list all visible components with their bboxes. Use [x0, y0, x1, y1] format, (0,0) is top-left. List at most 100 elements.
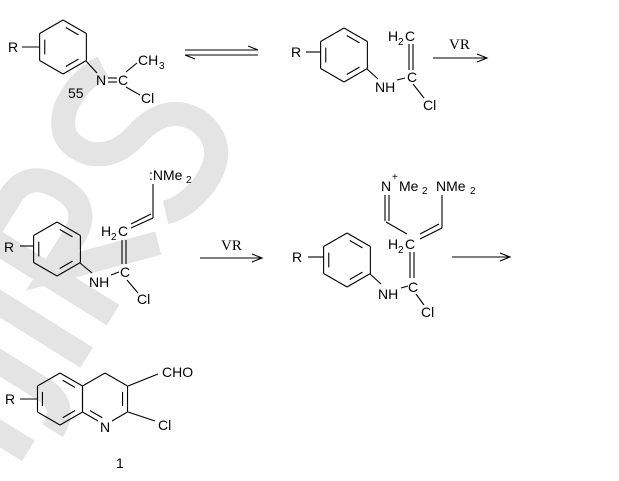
ring-bond	[346, 273, 371, 288]
bond-c-cl	[127, 411, 156, 422]
compound-label: 1	[116, 455, 124, 471]
ring-bond	[39, 60, 64, 75]
ring-bond	[346, 232, 371, 247]
bond-c-ch3	[125, 62, 138, 73]
ring-bond	[320, 27, 345, 42]
ring-bond	[39, 19, 64, 34]
bond-c-cl	[126, 279, 139, 294]
atom-n: N	[100, 419, 110, 435]
ring-bond	[37, 411, 61, 426]
reaction-arrow	[452, 252, 512, 262]
bond-n-aryl	[79, 262, 93, 274]
atom-n: N	[96, 72, 106, 88]
ring-bond	[33, 262, 58, 277]
iminium-charge: +	[392, 172, 398, 183]
dimethylamino-subscript: 2	[470, 186, 476, 197]
bond-nh-c	[110, 271, 120, 276]
atom-cl: Cl	[423, 97, 436, 113]
atom-c: C	[120, 264, 130, 280]
methylene-h: H	[388, 236, 398, 252]
bond-c-cl	[125, 86, 141, 96]
r-group: R	[292, 249, 302, 265]
bond-nh-c	[396, 77, 406, 81]
ring-double-bond	[65, 27, 79, 36]
ring-bond	[59, 372, 83, 387]
ring-bond	[56, 221, 81, 236]
reagent-label: VR	[449, 37, 470, 53]
atom-c: C	[118, 72, 128, 88]
watermark-stroke	[51, 56, 229, 225]
methylene-h: H	[101, 223, 111, 239]
bond-vinyl-double	[419, 223, 440, 235]
atom-c: C	[408, 279, 418, 295]
aldehyde-label: CHO	[162, 364, 193, 380]
ring-double-bond	[349, 240, 363, 249]
methylene-c: C	[118, 223, 128, 239]
ring-bond	[323, 232, 348, 247]
methylene-subscript: 2	[111, 232, 117, 243]
bond-c-cl	[415, 293, 425, 306]
compound-label: 55	[68, 85, 84, 101]
molecule-enamine: R NH C H 2 C Cl	[291, 27, 436, 113]
ring-double-bond	[346, 66, 360, 75]
n-label-bg	[98, 418, 112, 434]
bond-n-aryl	[366, 68, 379, 80]
molecule-intermediate-3: R NH C H 2 C Cl :NMe 2	[4, 167, 192, 307]
ring-double-bond	[62, 410, 76, 419]
ring-bond	[343, 27, 368, 42]
ring-bond	[59, 411, 83, 426]
benzene-ring	[39, 19, 87, 75]
dimethylamino-label: NMe	[436, 178, 466, 194]
reaction-arrow-vr: VR	[200, 238, 264, 263]
bond-c-cl	[412, 83, 425, 99]
r-group: R	[5, 391, 15, 407]
ring-double-bond	[62, 379, 76, 388]
ring-bond	[33, 221, 58, 236]
molecule-intermediate-4: R NH C H 2 C Cl N + Me 2 NMe 2	[292, 172, 476, 320]
watermark	[0, 56, 229, 462]
methylene-h: H	[388, 28, 398, 44]
benzene-ring	[320, 27, 368, 83]
ring-double-bond	[59, 260, 73, 269]
ring-bond	[37, 372, 61, 387]
atom-nh: NH	[375, 79, 395, 95]
benzene-ring	[323, 232, 371, 288]
iminium-n: N	[381, 178, 391, 194]
ring-bond	[82, 372, 106, 387]
ring-double-bond	[89, 410, 103, 419]
iminium-subscript: 2	[422, 186, 428, 197]
ring-double-bond	[65, 58, 79, 67]
bond-n-aryl	[85, 60, 98, 74]
reaction-arrow-vr: VR	[433, 37, 489, 63]
product-quinoline: R N Cl CHO 1	[5, 364, 193, 471]
bond-vinyl-double	[419, 227, 443, 240]
watermark-stroke	[0, 310, 71, 438]
r-group: R	[8, 39, 18, 55]
molecule-55: R N C CH 3 Cl 55	[8, 19, 165, 106]
ring-bond	[62, 19, 87, 34]
bond-nh-c	[400, 285, 409, 289]
ring-bond	[56, 262, 81, 277]
methyl-label: CH	[138, 52, 158, 68]
ring-bond	[343, 68, 368, 83]
atom-nh: NH	[89, 274, 109, 290]
bond-vinyl-double	[130, 217, 154, 229]
ring-double-bond	[59, 229, 73, 238]
r-group: R	[291, 44, 301, 60]
bond-ch-c	[385, 221, 408, 235]
equilibrium-arrow	[184, 45, 259, 60]
methylene-subscript: 2	[398, 245, 404, 256]
atom-cl: Cl	[137, 291, 150, 307]
atom-nh: NH	[378, 286, 398, 302]
methylene-c: C	[405, 28, 415, 44]
bond-vinyl-double	[130, 213, 152, 225]
reagent-label: VR	[221, 238, 242, 254]
benzene-ring	[33, 221, 81, 277]
r-group: R	[4, 239, 14, 255]
pyridine-ring	[81, 372, 129, 426]
methylene-subscript: 2	[398, 37, 404, 48]
ring-bond	[320, 68, 345, 83]
iminium-me: Me	[399, 178, 419, 194]
ring-bond	[104, 372, 128, 387]
